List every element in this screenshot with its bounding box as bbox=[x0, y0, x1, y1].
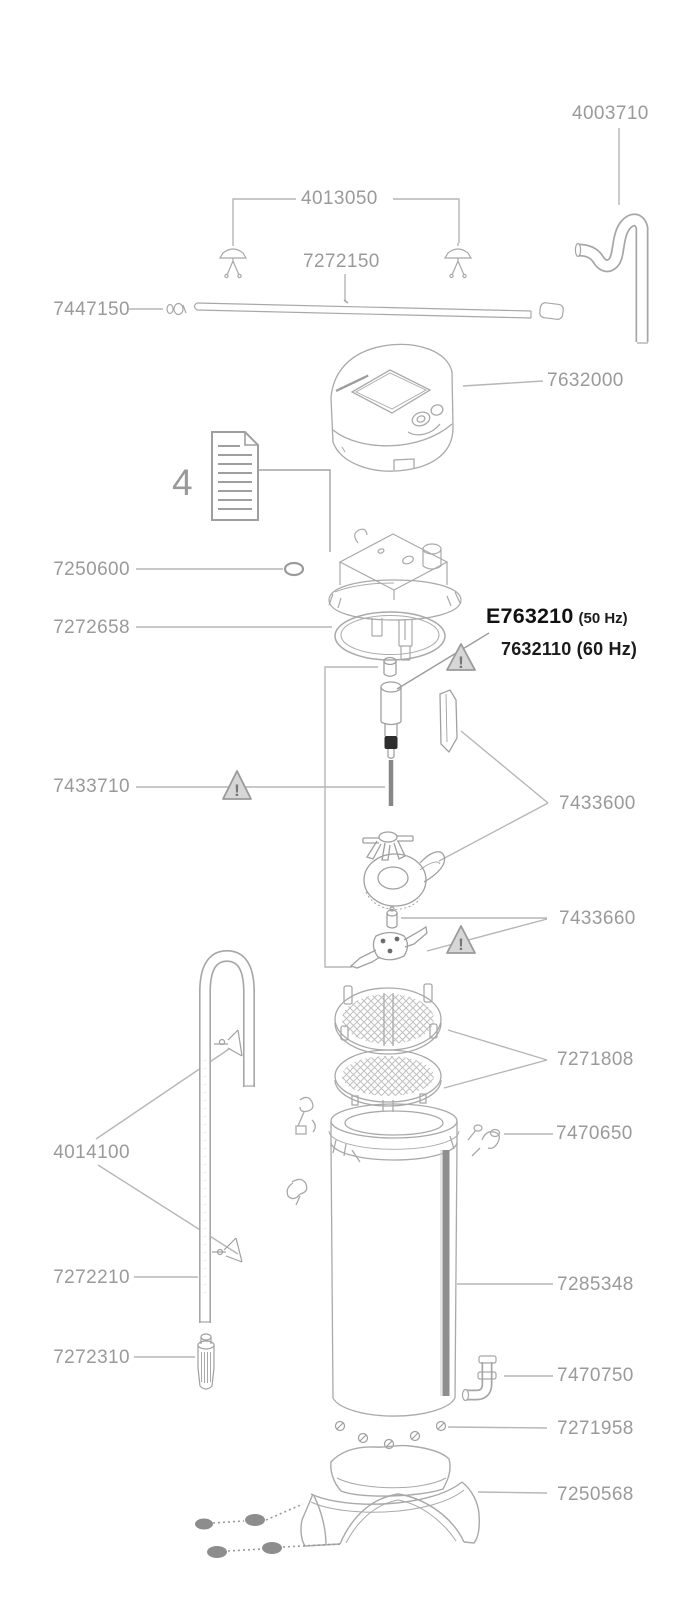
part-label-7632110: 7632110 (60 Hz) bbox=[501, 639, 638, 659]
canister-drawing bbox=[286, 1096, 501, 1417]
part-label-4013050: 4013050 bbox=[301, 188, 378, 209]
svg-text:!: ! bbox=[458, 935, 464, 954]
screws-drawing bbox=[334, 1420, 447, 1450]
leader-lines bbox=[95, 128, 620, 1494]
intake-pipe-drawing bbox=[197, 949, 255, 1390]
elbow-drawing bbox=[461, 1355, 497, 1402]
rotor-parts-drawing bbox=[349, 831, 446, 969]
warning-icon: ! bbox=[446, 925, 476, 954]
svg-text:!: ! bbox=[234, 781, 240, 800]
manual-callout-number: 4 bbox=[172, 462, 193, 503]
part-label-7285348: 7285348 bbox=[557, 1274, 634, 1295]
part-label-7447150: 7447150 bbox=[53, 299, 130, 320]
base-drawing bbox=[300, 1444, 480, 1547]
sealing-gasket-drawing bbox=[334, 611, 446, 661]
pump-head-drawing bbox=[330, 343, 454, 472]
manual-document-icon bbox=[211, 431, 259, 521]
frequency-note-50hz: (50 Hz) bbox=[578, 610, 628, 627]
suction-cup-clips-drawing bbox=[218, 243, 473, 279]
rubber-feet-drawing bbox=[195, 1503, 342, 1558]
outlet-pipe-drawing bbox=[574, 213, 649, 344]
part-label-7272210: 7272210 bbox=[53, 1267, 130, 1288]
warning-icon: ! bbox=[446, 643, 476, 672]
spray-bar-drawing bbox=[166, 299, 564, 320]
part-label-7470750: 7470750 bbox=[557, 1365, 634, 1386]
part-label-7433710: 7433710 bbox=[53, 776, 130, 797]
impeller-assembly-drawing bbox=[380, 656, 458, 806]
part-label-4003710: 4003710 bbox=[572, 103, 649, 124]
o-ring-drawing bbox=[283, 561, 305, 577]
part-label-e763210: E763210(50 Hz) bbox=[486, 604, 628, 629]
part-label-7271958: 7271958 bbox=[557, 1418, 634, 1439]
part-number-50hz: E763210 bbox=[486, 604, 574, 628]
part-label-7272310: 7272310 bbox=[53, 1347, 130, 1368]
part-label-7433660: 7433660 bbox=[559, 908, 636, 929]
part-label-7271808: 7271808 bbox=[557, 1049, 634, 1070]
motor-body-drawing bbox=[328, 528, 462, 661]
part-label-7250600: 7250600 bbox=[53, 559, 130, 580]
part-label-7272150: 7272150 bbox=[303, 251, 380, 272]
warning-triangles: ! ! ! bbox=[222, 643, 476, 954]
part-label-7470650: 7470650 bbox=[556, 1123, 633, 1144]
grates-drawing bbox=[334, 983, 442, 1112]
part-label-4014100: 4014100 bbox=[53, 1142, 130, 1163]
warning-icon: ! bbox=[222, 770, 252, 800]
part-label-7632000: 7632000 bbox=[547, 370, 624, 391]
part-label-7250568: 7250568 bbox=[557, 1484, 634, 1505]
part-label-7272658: 7272658 bbox=[53, 617, 130, 638]
svg-text:!: ! bbox=[458, 653, 464, 672]
part-label-7433600: 7433600 bbox=[559, 793, 636, 814]
